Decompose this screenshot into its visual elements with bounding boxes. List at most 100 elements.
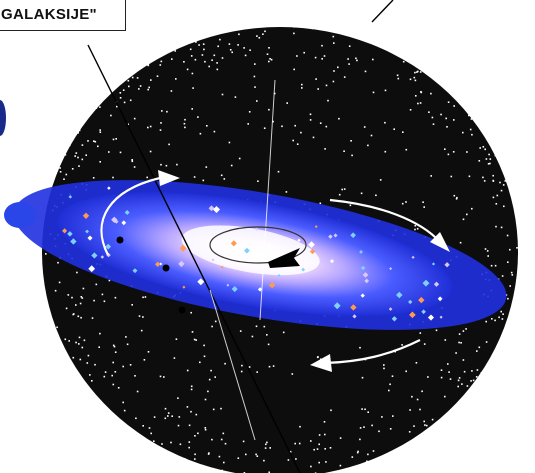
halo-speck (131, 69, 133, 71)
halo-speck (128, 85, 130, 88)
halo-speck (338, 193, 341, 196)
disk-star (431, 262, 436, 266)
halo-speck (447, 363, 449, 365)
disk-star (301, 267, 306, 272)
disk-star (360, 265, 366, 271)
halo-speck (349, 204, 352, 207)
halo-speck (314, 56, 317, 59)
halo-speck (332, 35, 335, 38)
disk-star (277, 274, 281, 277)
halo-speck (218, 455, 221, 458)
halo-speck (221, 469, 223, 472)
halo-speck (228, 43, 231, 45)
halo-speck (520, 222, 523, 225)
halo-speck (59, 167, 61, 169)
halo-speck (80, 316, 82, 319)
halo-speck (194, 458, 196, 460)
halo-speck (256, 100, 258, 102)
halo-speck (294, 442, 296, 445)
halo-speck (122, 401, 124, 404)
halo-speck (161, 110, 163, 112)
halo-speck (108, 151, 110, 153)
halo-speck (330, 409, 332, 412)
halo-speck (268, 108, 270, 111)
halo-speck (492, 196, 495, 199)
disk-star (350, 232, 356, 239)
halo-speck (188, 446, 190, 449)
halo-speck (488, 371, 490, 373)
halo-speck (264, 30, 266, 33)
disk-star (208, 205, 215, 212)
halo-speck (489, 162, 491, 165)
halo-speck (166, 110, 168, 113)
halo-speck (88, 113, 90, 115)
disk-star (364, 278, 370, 284)
halo-speck (245, 27, 247, 29)
disk-star (212, 205, 221, 214)
halo-speck (419, 332, 422, 334)
halo-speck (409, 78, 412, 81)
halo-speck (293, 32, 295, 35)
halo-speck (269, 447, 271, 449)
halo-speck (108, 279, 111, 282)
halo-speck (281, 125, 283, 128)
halo-speck (510, 271, 513, 274)
halo-speck (494, 264, 497, 267)
halo-speck (221, 57, 224, 59)
halo-speck (458, 333, 461, 335)
halo-speck (268, 60, 270, 63)
disk-star (314, 225, 318, 229)
halo-speck (170, 90, 173, 92)
halo-speck (201, 464, 203, 467)
halo-speck (156, 75, 159, 77)
halo-speck (397, 451, 399, 454)
halo-speck (153, 440, 155, 442)
halo-speck (447, 101, 450, 103)
halo-speck (195, 41, 197, 43)
disk-star (329, 259, 335, 264)
halo-speck (262, 25, 265, 28)
halo-speck (147, 126, 149, 129)
halo-speck (500, 226, 503, 229)
halo-speck (489, 158, 492, 160)
halo-speck (207, 390, 209, 393)
white-axis-line-2 (209, 289, 256, 441)
halo-speck (509, 248, 511, 251)
halo-speck (417, 70, 419, 73)
halo-speck (348, 63, 350, 65)
halo-speck (221, 93, 224, 96)
halo-speck (78, 165, 80, 167)
halo-speck (212, 408, 215, 411)
halo-speck (372, 450, 375, 452)
halo-speck (325, 125, 328, 128)
halo-speck (187, 35, 190, 37)
halo-speck (245, 453, 247, 456)
halo-speck (184, 458, 186, 460)
halo-speck (95, 107, 98, 109)
halo-speck (381, 416, 383, 418)
halo-speck (298, 25, 300, 28)
halo-speck (190, 55, 193, 57)
halo-speck (262, 33, 264, 35)
halo-speck (341, 188, 343, 191)
halo-speck (293, 26, 295, 28)
halo-speck (491, 318, 493, 320)
halo-speck (171, 415, 173, 417)
halo-speck (448, 371, 450, 373)
halo-speck (363, 426, 365, 428)
halo-speck (170, 441, 172, 444)
halo-speck (163, 376, 165, 378)
halo-speck (87, 140, 89, 142)
disk-star (211, 258, 215, 262)
halo-speck (286, 102, 288, 104)
halo-speck (462, 330, 465, 332)
halo-speck (507, 261, 509, 263)
halo-speck (485, 320, 487, 323)
halo-speck (91, 380, 93, 382)
halo-speck (310, 440, 312, 442)
halo-speck (479, 147, 481, 149)
halo-speck (223, 461, 225, 464)
halo-speck (75, 152, 78, 154)
halo-speck (147, 64, 150, 67)
halo-speck (217, 45, 219, 48)
